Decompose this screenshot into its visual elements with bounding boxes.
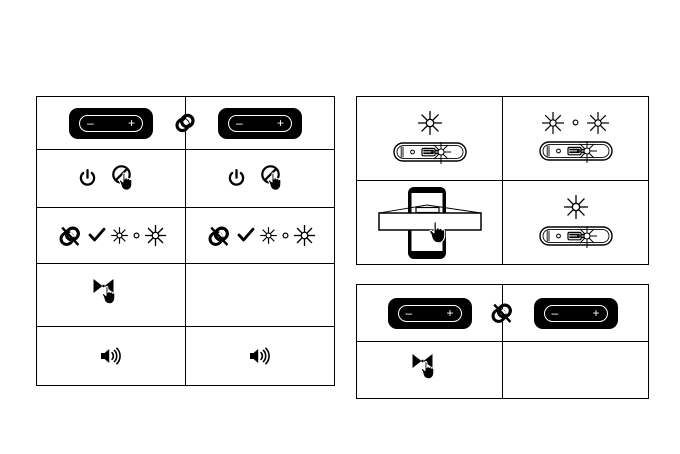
table-row <box>356 96 649 181</box>
table-row <box>356 180 649 265</box>
cell-step4-right-empty <box>185 263 335 327</box>
starburst-large-icon <box>144 224 167 247</box>
volume-pill: – + <box>79 114 143 132</box>
hand-cursor-icon <box>420 361 434 380</box>
starburst-small-icon <box>110 226 129 245</box>
speaker-black-volume: – + <box>218 107 302 139</box>
unpair-speakers-table: – + <box>356 284 649 399</box>
sound-wave-icon <box>99 345 123 367</box>
table-row <box>36 263 335 327</box>
broken-link-icon <box>56 222 84 250</box>
cell-step5-right-tone <box>185 326 335 386</box>
volume-plus-label: + <box>276 116 284 130</box>
power-icon <box>228 169 245 188</box>
press-hold-target-with-cursor <box>259 164 293 194</box>
power-icon <box>79 169 96 188</box>
stereo-pairing-steps-table: – + <box>36 96 335 386</box>
banner-bar-icon <box>377 211 482 231</box>
volume-pill: – + <box>228 114 292 132</box>
bowtie-button-with-cursor <box>91 276 131 314</box>
cell-step3-left-unlink-confirm <box>36 207 186 264</box>
speaker-black-volume: – + <box>533 297 618 329</box>
speaker-outline-light-icon <box>538 221 614 251</box>
cell-unpair-left-speaker: – + <box>356 284 512 342</box>
cell-step1-left-speaker: – + <box>36 96 195 150</box>
bowtie-button-icon <box>412 354 432 368</box>
table-row <box>36 326 335 386</box>
cell-light-single-blink <box>356 96 503 181</box>
bowtie-button-with-cursor <box>410 351 450 389</box>
dot-icon <box>281 227 289 245</box>
cell-step5-left-tone <box>36 326 186 386</box>
volume-minus-label: – <box>551 306 559 320</box>
cell-step1-right-speaker: – + <box>185 96 335 150</box>
starburst-small-icon <box>259 226 278 245</box>
table-row <box>36 207 335 264</box>
cell-light-confirm-blink <box>502 180 649 265</box>
check-icon <box>237 226 255 244</box>
table-row: – + <box>36 96 335 150</box>
volume-pill: – + <box>543 304 608 322</box>
broken-link-icon <box>205 222 233 250</box>
smartphone-with-banner-and-cursor <box>371 183 489 263</box>
starburst-large-icon <box>417 110 443 136</box>
bowtie-button-icon <box>93 279 114 293</box>
table-row <box>36 149 335 208</box>
starburst-large-icon <box>563 194 589 220</box>
speaker-black-volume: – + <box>387 297 472 329</box>
volume-plus-label: + <box>127 116 135 130</box>
starburst-large-icon <box>541 111 565 135</box>
starburst-large-icon <box>586 111 610 135</box>
sound-wave-icon <box>248 345 272 367</box>
speaker-black-volume: – + <box>69 107 153 139</box>
speaker-outline-light-icon <box>538 136 614 166</box>
volume-plus-label: + <box>592 306 600 320</box>
dot-icon <box>132 227 140 245</box>
cell-step2-right-press-power <box>185 149 335 208</box>
volume-minus-label: – <box>87 116 94 130</box>
light-mode-steps-table <box>356 96 649 265</box>
hand-cursor-icon <box>267 172 281 191</box>
volume-minus-label: – <box>405 306 413 320</box>
cell-unpair-empty <box>502 341 649 399</box>
check-icon <box>88 226 106 244</box>
volume-pill: – + <box>397 304 462 322</box>
table-row: – + <box>356 284 649 342</box>
cell-unpair-right-speaker: – + <box>502 284 649 342</box>
broken-link-icon <box>488 299 516 327</box>
link-icon <box>172 110 198 136</box>
volume-plus-label: + <box>446 306 454 320</box>
hand-cursor-icon <box>101 286 116 305</box>
cell-unpair-tap-button <box>356 341 503 399</box>
table-row <box>356 341 649 399</box>
cell-phone-app-tap <box>356 180 503 265</box>
volume-minus-label: – <box>236 116 243 130</box>
cell-step2-left-press-power <box>36 149 186 208</box>
hand-cursor-icon <box>118 172 132 191</box>
dot-icon <box>572 114 579 132</box>
cell-step4-left-tap-button <box>36 263 186 327</box>
speaker-outline-light-icon <box>392 137 468 167</box>
cell-step3-right-unlink-confirm <box>185 207 335 264</box>
press-hold-target-with-cursor <box>110 164 144 194</box>
starburst-large-icon <box>293 224 316 247</box>
cell-light-double-blink <box>502 96 649 181</box>
hand-cursor-icon <box>428 220 445 243</box>
